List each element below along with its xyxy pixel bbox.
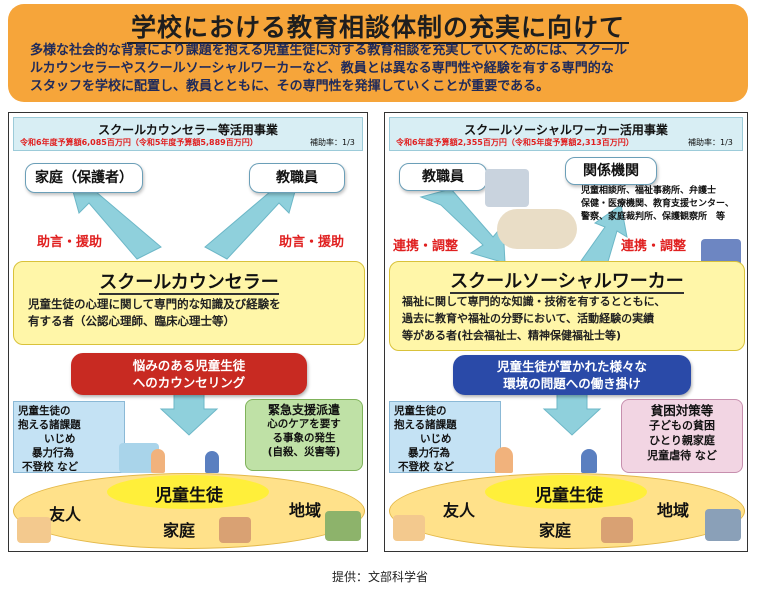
- student-figure-icon: [151, 449, 165, 473]
- ssw-student-issues-note: 児童生徒の 抱える諸課題 いじめ 暴力行為 不登校 など: [389, 401, 501, 473]
- arrow-down-ssw: [542, 388, 602, 436]
- arrow-down-counselor: [159, 388, 219, 436]
- counselor-subsidy: 補助率：1/3: [310, 138, 355, 147]
- environment-approach-pill: 児童生徒が置かれた様々な 環境の問題への働き掛け: [453, 355, 691, 395]
- social-worker-figure-icon: [581, 449, 597, 473]
- page-title: 学校における教育相談体制の充実に向けて: [8, 8, 748, 44]
- counselor-definition-box: スクールカウンセラー 児童生徒の心理に関して専門的な知識及び経験を 有する者（公…: [13, 261, 365, 345]
- source-credit: 提供：文部科学省: [331, 570, 428, 584]
- intro-line: 多様な社会的な背景により課題を抱える児童生徒に対する教育相談を充実していくために…: [30, 43, 627, 58]
- ssw-subsidy: 補助率：1/3: [688, 138, 733, 147]
- ssw-circle-family-label: 家庭: [539, 521, 572, 540]
- meeting-illustration: [497, 209, 577, 249]
- counselor-project-name: スクールカウンセラー等活用事業: [98, 123, 278, 137]
- counselor-figure-icon: [205, 451, 219, 473]
- intro-line: ルカウンセラーやスクールソーシャルワーカーなど、教員とは異なる専門性や経験を有す…: [30, 61, 614, 76]
- emergency-support-bubble: 緊急支援派遣 心のケアを要す る事象の発生 (自殺、災害等): [245, 399, 363, 471]
- ssw-title: スクールソーシャルワーカー: [450, 271, 684, 294]
- intro-text: 多様な社会的な背景により課題を抱える児童生徒に対する教育相談を充実していくために…: [30, 42, 730, 96]
- agencies-list: 児童相談所、福祉事務所、弁護士 保健・医療機関、教育支援センター、 警察、家庭裁…: [581, 186, 734, 222]
- school-social-worker-panel: スクールソーシャルワーカー活用事業 令和6年度予算額2,355百万円（令和5年度…: [384, 112, 748, 552]
- student-ellipse: [107, 475, 269, 509]
- ssw-teaching-staff-box: 教職員: [399, 163, 487, 191]
- school-counselor-panel: スクールカウンセラー等活用事業 令和6年度予算額6,085百万円（令和5年度予算…: [8, 112, 368, 552]
- counselor-budget: 令和6年度予算額6,085百万円（令和5年度予算額5,889百万円）: [20, 138, 258, 147]
- circle-region-label: 地域: [289, 501, 322, 520]
- ssw-project-name: スクールソーシャルワーカー活用事業: [464, 123, 668, 137]
- related-agencies-box: 関係機関: [565, 157, 657, 185]
- family-illustration: [219, 517, 251, 543]
- region-illustration: [325, 511, 361, 541]
- ssw-circle-region-label: 地域: [657, 501, 690, 520]
- environment-ellipse: [13, 473, 365, 549]
- ssw-student-ellipse: [485, 475, 647, 509]
- advice-label-right: 助言・援助: [279, 235, 345, 250]
- ssw-family-illustration: [601, 517, 633, 543]
- advice-label-left: 助言・援助: [37, 235, 103, 250]
- ssw-region-illustration: [705, 509, 741, 541]
- friends-illustration: [17, 517, 51, 543]
- link-label-left: 連携・調整: [393, 239, 459, 254]
- student-figure-icon: [495, 447, 513, 473]
- counseling-pill: 悩みのある児童生徒 へのカウンセリング: [71, 353, 307, 395]
- ssw-circle-student-label: 児童生徒: [535, 486, 603, 506]
- link-label-right: 連携・調整: [621, 239, 687, 254]
- ssw-description: 福祉に関して専門的な知識・技術を有するとともに、 過去に教育や福祉の分野において…: [402, 295, 666, 342]
- ssw-budget: 令和6年度予算額2,355百万円（令和5年度予算額2,313百万円）: [396, 138, 634, 147]
- ssw-friends-illustration: [393, 515, 425, 541]
- header-banner: [8, 4, 748, 102]
- arrow-agencies-link: [580, 204, 628, 266]
- counselor-project-box: スクールカウンセラー等活用事業 令和6年度予算額6,085百万円（令和5年度予算…: [13, 117, 363, 151]
- ssw-project-box: スクールソーシャルワーカー活用事業 令和6年度予算額2,355百万円（令和5年度…: [389, 117, 743, 151]
- circle-family-label: 家庭: [163, 521, 196, 540]
- poverty-measures-bubble: 貧困対策等 子どもの貧困 ひとり親家庭 児童虐待 など: [621, 399, 743, 473]
- family-guardian-box: 家庭（保護者）: [25, 163, 143, 193]
- teaching-staff-box: 教職員: [249, 163, 345, 193]
- counselor-description: 児童生徒の心理に関して専門的な知識及び経験を 有する者（公認心理師、臨床心理士等…: [28, 297, 281, 328]
- counselor-title: スクールカウンセラー: [99, 272, 279, 295]
- circle-friends-label: 友人: [49, 505, 82, 524]
- intro-line: スタッフを学校に配置し、教員とともに、その専門性を発揮していくことが重要である。: [30, 79, 550, 94]
- ssw-circle-friends-label: 友人: [443, 501, 476, 520]
- circle-student-label: 児童生徒: [155, 486, 223, 506]
- school-building-icon: [485, 169, 529, 207]
- student-issues-note: 児童生徒の 抱える諸課題 いじめ 暴力行為 不登校 など: [13, 401, 125, 473]
- ssw-definition-box: スクールソーシャルワーカー 福祉に関して専門的な知識・技術を有するとともに、 過…: [389, 261, 745, 351]
